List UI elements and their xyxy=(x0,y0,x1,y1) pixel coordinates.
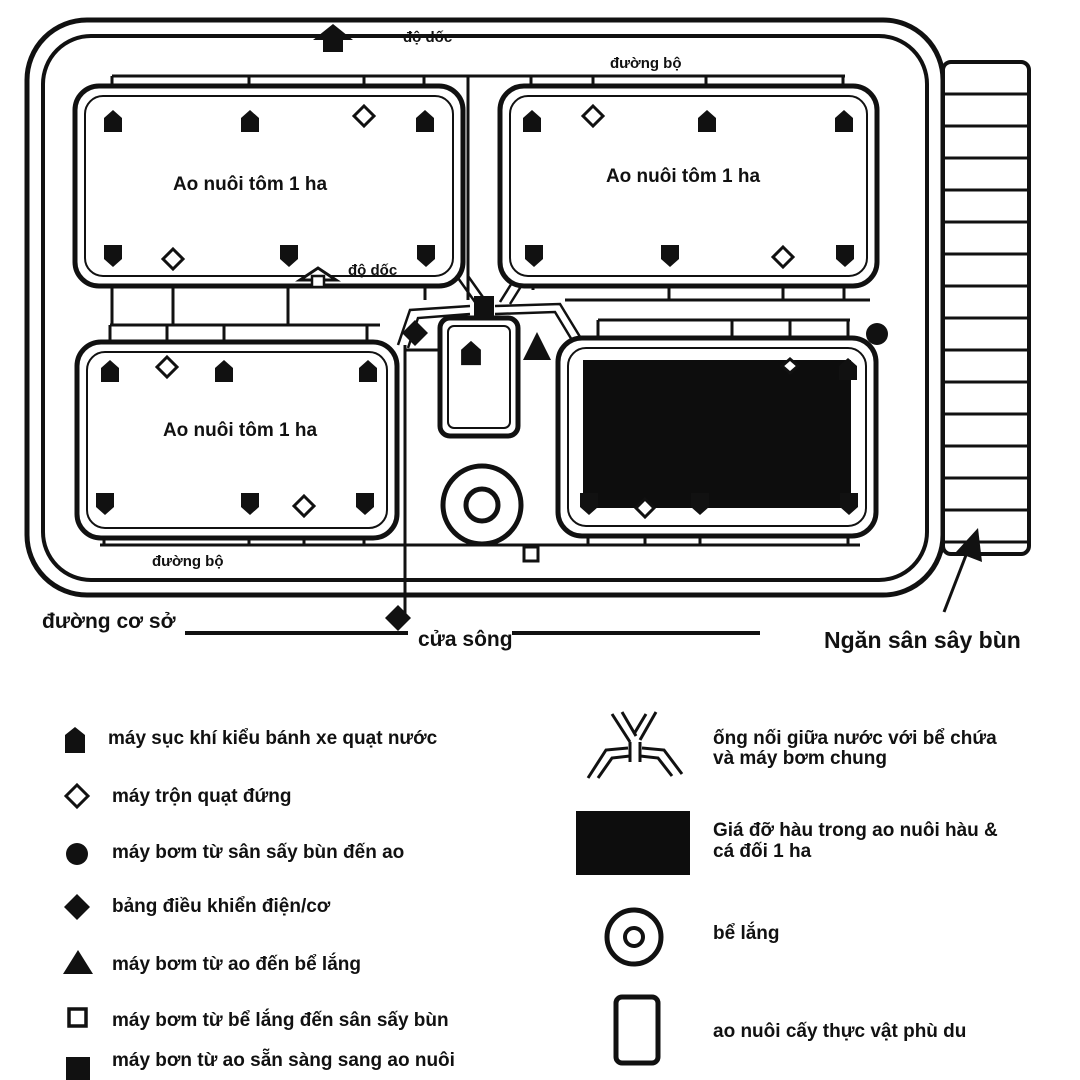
slope-arrow-mid-stem xyxy=(310,274,326,289)
slope-label-top: độ dốc xyxy=(403,29,452,46)
legend-mixer-label: máy trộn quạt đứng xyxy=(112,786,292,807)
legend-oyster-label-1: Giá đỡ hàu trong ao nuôi hàu & xyxy=(713,820,998,841)
oyster-mullet-pond-inner xyxy=(567,347,867,527)
mud-drying-bed xyxy=(941,60,1031,556)
mud-drying-pointer-head xyxy=(956,528,982,562)
shrimp-pond-3-inner xyxy=(86,351,388,529)
mud-drying-label: Ngăn sân sây bùn xyxy=(824,627,1021,653)
settling-tank-inner xyxy=(463,486,501,524)
pipe-junction xyxy=(474,296,494,316)
phytoplankton-pond xyxy=(437,315,521,439)
legend-pipe-label-1: ống nối giữa nước với bể chứa xyxy=(713,728,997,749)
legend-settling-to-mud-pump-icon xyxy=(67,1007,88,1028)
legend-pipe-icon xyxy=(586,711,684,779)
legend-mud-pump-label: máy bơm từ sân sấy bùn đến ao xyxy=(112,842,405,863)
legend-transfer-pump-label: máy bơn từ ao sẵn sàng sang ao nuôi xyxy=(112,1050,455,1071)
legend-control-panel-icon xyxy=(64,894,90,920)
legend-control-panel-label: bảng điều khiển điện/cơ xyxy=(112,896,331,917)
legend-phyto-pond-icon xyxy=(613,994,661,1066)
river-mouth-label: cửa sông xyxy=(418,628,513,651)
legend-oyster-label-2: cá đối 1 ha xyxy=(713,841,812,862)
mud-drying-compartments xyxy=(945,92,1027,544)
legend-settling-pump-icon xyxy=(63,950,93,974)
legend-settling-pump-label: máy bơm từ ao đến bể lắng xyxy=(112,954,361,975)
legend-transfer-pump-icon xyxy=(66,1057,90,1080)
base-road-label: đường cơ sở xyxy=(42,610,176,633)
vertical-mixers xyxy=(154,103,801,520)
legend-settling-to-mud-pump-label: máy bơm từ bể lắng đến sân sấy bùn xyxy=(112,1010,449,1031)
legend-mud-pump-icon xyxy=(66,843,88,865)
legend-paddlewheel-icon xyxy=(65,727,85,753)
oyster-rack xyxy=(583,360,851,508)
farm-inner-boundary xyxy=(41,34,929,582)
legend-phyto-pond-label: ao nuôi cấy thực vật phù du xyxy=(713,1021,967,1042)
mud-drying-pointer-line xyxy=(942,549,970,613)
control-panel-north xyxy=(402,320,428,346)
shrimp-pond-2 xyxy=(497,83,880,289)
pond-1-label: Ao nuôi tôm 1 ha xyxy=(173,174,328,195)
road-label-bottom: đường bộ xyxy=(152,553,224,570)
control-panel-south xyxy=(385,605,411,631)
road-label-top: đường bộ xyxy=(610,55,682,72)
shrimp-pond-3 xyxy=(74,339,400,541)
pond-2-label: Ao nuôi tôm 1 ha xyxy=(606,166,761,187)
slope-arrow-top xyxy=(313,24,353,52)
legend-mixer-icon xyxy=(63,782,91,810)
settling-to-mud-pump xyxy=(522,545,540,563)
phytoplankton-pond-inner xyxy=(447,325,511,429)
shrimp-pond-2-inner xyxy=(509,95,868,277)
shrimp-pond-1 xyxy=(72,83,466,289)
pond-3-label: Ao nuôi tôm 1 ha xyxy=(163,420,318,441)
legend-settling-tank-label: bể lắng xyxy=(713,923,780,944)
legend-paddlewheel-label: máy sục khí kiểu bánh xe quạt nước xyxy=(108,728,438,749)
legend-symbols xyxy=(63,711,690,1080)
legend-settling-tank-inner xyxy=(623,926,645,948)
mud-to-pond-pump xyxy=(866,323,888,345)
pond-to-settling-pump xyxy=(523,332,551,360)
shrimp-pond-1-inner xyxy=(84,95,454,277)
slope-label-mid: độ dốc xyxy=(348,262,397,279)
legend-oyster-rack-icon xyxy=(576,811,690,875)
legend-pipe-label-2: và máy bơm chung xyxy=(713,748,887,769)
